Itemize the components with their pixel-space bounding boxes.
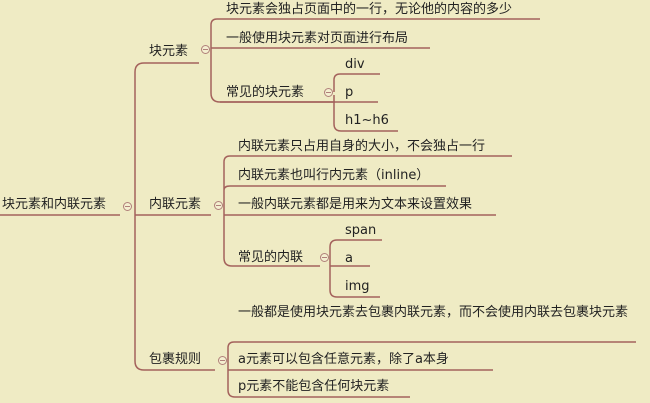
branch3-trunk	[227, 341, 636, 398]
branch-label: 内联元素	[149, 197, 202, 212]
branch1-sub-trunk	[333, 73, 398, 132]
leaf-label: span	[345, 223, 377, 238]
node-label: 块元素会独占页面中的一行，无论他的内容的多少	[226, 2, 513, 17]
leaf-label: h1~h6	[345, 113, 389, 128]
node-label: 一般使用块元素对页面进行布局	[226, 31, 409, 46]
branch-label: 包裹规则	[149, 352, 202, 367]
branch2-sub-trunk	[329, 239, 382, 298]
node-label: a元素可以包含任意元素，除了a本身	[238, 352, 449, 367]
leaf-label: a	[345, 251, 353, 266]
node-label: 常见的块元素	[226, 85, 305, 100]
leaf-label: div	[345, 57, 365, 72]
collapse-icon[interactable]	[324, 88, 333, 97]
collapse-icon[interactable]	[218, 356, 227, 365]
branch-label: 块元素	[149, 44, 189, 59]
branch2-trunk	[223, 155, 512, 267]
node-label: 一般都是使用块元素去包裹内联元素，而不会使用内联去包裹块元素	[238, 305, 629, 320]
leaf-label: p	[345, 85, 354, 100]
leaf-label: img	[345, 279, 370, 294]
node-label: 内联元素也叫行内元素（inline）	[238, 168, 430, 183]
collapse-icon[interactable]	[201, 45, 210, 54]
node-label: 内联元素只占用自身的大小，不会独占一行	[238, 139, 486, 154]
node-label: p元素不能包含任何块元素	[238, 379, 390, 394]
collapse-icon[interactable]	[123, 202, 132, 211]
collapse-icon[interactable]	[320, 253, 329, 262]
root-trunk	[134, 62, 145, 371]
branch1-trunk	[210, 18, 540, 103]
collapse-icon[interactable]	[214, 201, 223, 210]
node-label: 一般内联元素都是用来为文本来设置效果	[238, 197, 473, 212]
node-label: 常见的内联	[238, 250, 304, 265]
root-label: 块元素和内联元素	[2, 197, 107, 212]
